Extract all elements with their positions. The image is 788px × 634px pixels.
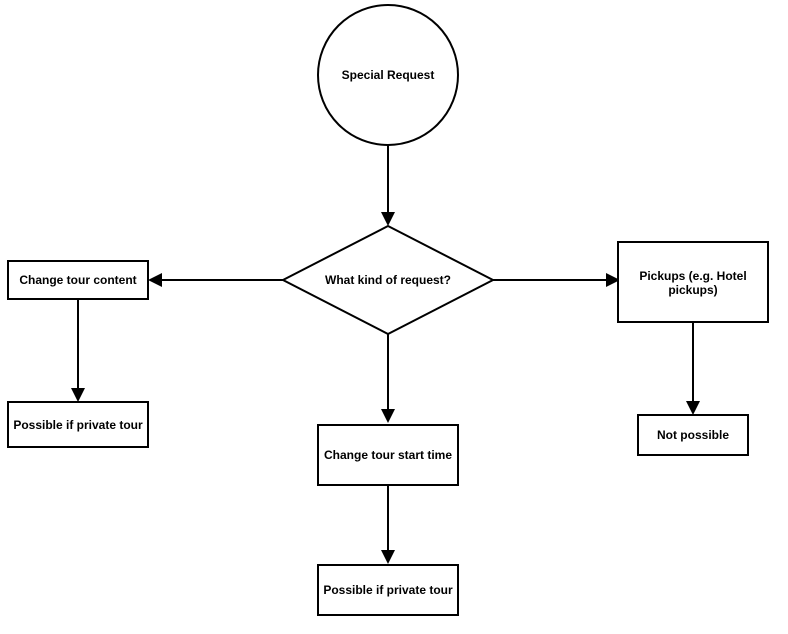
arrow-decision-to-change-time xyxy=(381,409,395,423)
change-time-result-node: Possible if private tour xyxy=(317,564,459,616)
pickups-label-line1: Pickups (e.g. Hotel xyxy=(639,269,746,283)
pickups-result-node: Not possible xyxy=(637,414,749,456)
arrow-decision-to-change-content xyxy=(148,273,162,287)
change-content-result-node: Possible if private tour xyxy=(7,401,149,448)
start-label: Special Request xyxy=(342,68,435,82)
pickups-label-line2: pickups) xyxy=(668,283,717,297)
change-content-node: Change tour content xyxy=(7,260,149,300)
start-circle xyxy=(317,4,459,146)
change-content-result-label: Possible if private tour xyxy=(13,418,143,432)
change-time-label: Change tour start time xyxy=(324,448,452,462)
arrow-change-content-to-result xyxy=(71,388,85,402)
decision-diamond xyxy=(280,224,496,336)
pickups-result-box xyxy=(637,414,749,456)
arrow-pickups-to-result xyxy=(686,401,700,415)
pickups-result-label: Not possible xyxy=(657,428,729,442)
change-time-box xyxy=(317,424,459,486)
arrow-decision-to-pickups xyxy=(606,273,620,287)
arrow-change-time-to-result xyxy=(381,550,395,564)
arrow-start-to-decision xyxy=(381,212,395,226)
change-time-result-label: Possible if private tour xyxy=(323,583,453,597)
change-time-result-box xyxy=(317,564,459,616)
decision-label: What kind of request? xyxy=(325,273,451,287)
change-content-box xyxy=(7,260,149,300)
start-node: Special Request xyxy=(317,4,459,146)
change-time-node: Change tour start time xyxy=(317,424,459,486)
pickups-node: Pickups (e.g. Hotel pickups) xyxy=(617,241,769,323)
pickups-box xyxy=(617,241,769,323)
change-content-result-box xyxy=(7,401,149,448)
change-content-label: Change tour content xyxy=(19,273,136,287)
decision-node: What kind of request? xyxy=(280,224,496,336)
edges xyxy=(71,145,700,564)
